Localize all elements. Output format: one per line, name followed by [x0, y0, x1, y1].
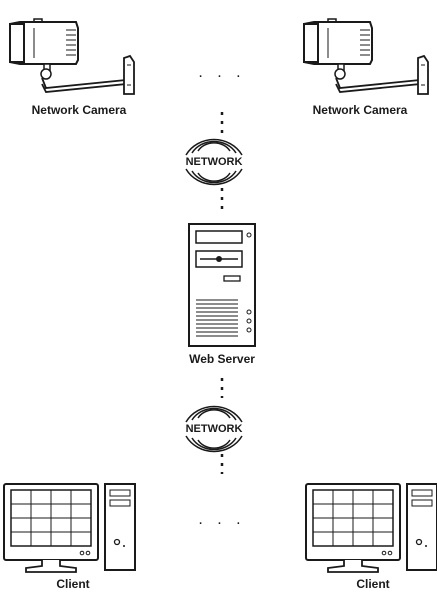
camera-right-icon: [303, 18, 429, 95]
client-right-icon: [305, 483, 437, 573]
client-left-label: Client: [56, 577, 90, 591]
web-server-icon: [188, 223, 256, 347]
client-right-label: Client: [356, 577, 390, 591]
client-left-icon: [3, 483, 136, 573]
camera-left-label: Network Camera: [31, 103, 127, 117]
network-bottom-label: NETWORK: [186, 423, 243, 435]
network-bottom-icon: NETWORK: [185, 405, 243, 453]
web-server-label: Web Server: [189, 352, 255, 366]
camera-left-icon: [9, 18, 135, 95]
camera-ellipsis: . . .: [198, 64, 246, 81]
camera-right-label: Network Camera: [312, 103, 408, 117]
network-top-icon: NETWORK: [185, 138, 243, 186]
client-ellipsis: . . .: [198, 511, 246, 528]
network-top-label: NETWORK: [186, 156, 243, 168]
